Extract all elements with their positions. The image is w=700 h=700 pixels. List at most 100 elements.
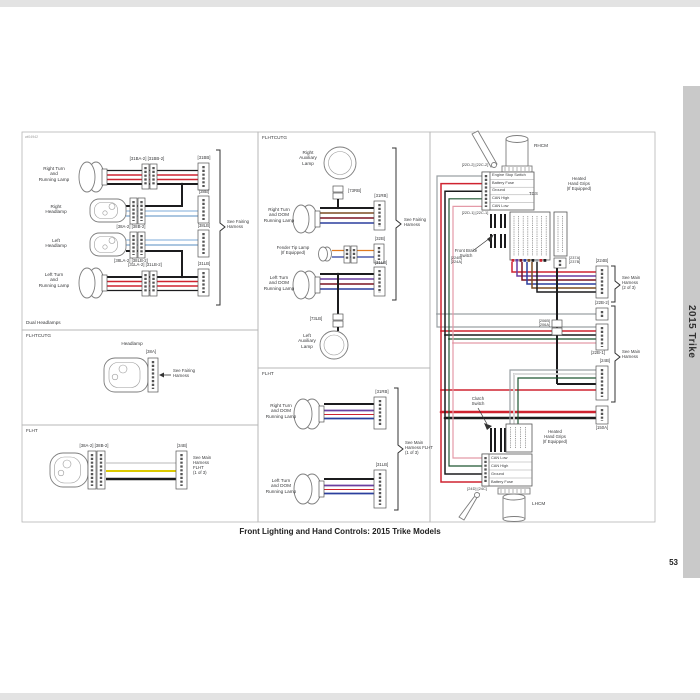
rhcm-pin-label: Engine Stop Switch <box>492 172 526 178</box>
hand-controls-graphics <box>436 130 621 522</box>
left-turn-dom-label: Left Turn and DOM Running Lamp <box>265 478 297 494</box>
connector-label: [22B-1] <box>591 350 605 355</box>
section-tab-label: 2015 Trike <box>686 305 697 359</box>
connector-label: [31BA-2] [31BB-2] <box>129 156 165 161</box>
diagram-code: wi04942 <box>25 135 39 139</box>
heated-grip-block <box>553 211 568 257</box>
see-fairing-harness-note: See Fairing Harness <box>173 368 195 378</box>
lhcm-label: LHCM <box>532 501 546 506</box>
left-headlamp-label: Left Headlamp <box>45 238 67 249</box>
section-header-flhtcutg: FLHTCUTG <box>262 135 287 140</box>
heated-grip-block-2 <box>505 423 533 453</box>
lhcm-grip-icon <box>497 487 531 522</box>
fender-tip-lamp-label: Fender Tip Lamp (If Equipped) <box>276 245 310 255</box>
connector-label: [22B-2] <box>595 300 609 305</box>
connector-label: [31RB] <box>374 193 388 198</box>
right-turn-dom-lamp-icon-flht <box>293 398 325 430</box>
tgs-block <box>509 211 551 261</box>
fender-tip-lamp-icon <box>318 246 332 262</box>
flht-lamps-graphics <box>293 387 404 511</box>
section-header-flht: FLHT <box>262 371 274 376</box>
see-main-harness-flht-note: See Main Harness FLHT (1 of 3) <box>405 440 433 455</box>
connector-label: [73LB] <box>309 316 323 321</box>
right-turn-lamp-label: Right Turn and Running Lamp <box>38 166 70 182</box>
connector-label: [38A-2] [38B-2] <box>79 443 109 448</box>
connector-label: [73RB] <box>348 188 362 193</box>
see-fairing-harness-note: See Fairing Harness <box>227 219 249 229</box>
clutch-lever-icon <box>458 492 481 521</box>
dual-headlamps-footer: Dual Headlamps <box>26 320 61 325</box>
connector-label: [31LA-2] [31LB-2] <box>128 262 162 267</box>
connector-label: [38A] <box>145 349 157 354</box>
right-turn-lamp-icon <box>78 161 108 193</box>
rhcm-connector-block <box>481 171 535 211</box>
left-headlamp-icon <box>89 232 127 257</box>
connector-label: [38LA-2] [38LB-2] <box>114 258 148 263</box>
connector-label: [31RB] <box>375 389 389 394</box>
clutch-switch-label: Clutch Switch <box>471 396 485 406</box>
connector-label: [31LB] <box>375 462 389 467</box>
lhcm-pin-label: CAN Low <box>491 454 508 460</box>
connector-label: [224B] <box>595 257 609 263</box>
see-main-harness-note: See Main Harness FLHT (1 of 3) <box>193 455 212 475</box>
left-turn-dom-label: Left Turn and DOM Running Lamp <box>263 275 295 291</box>
right-turn-dom-lamp-icon <box>292 204 321 234</box>
connector-label: [38LB] <box>197 222 211 228</box>
inline-connectors <box>129 163 158 297</box>
right-aux-lamp-label: Right Auxiliary Lamp <box>299 150 317 166</box>
connector-label: [32B] <box>374 236 386 241</box>
figure-caption: Front Lighting and Hand Controls: 2015 T… <box>239 527 441 536</box>
flhtcutg-headlamp-graphics <box>103 357 171 393</box>
flht-headlamp-graphics <box>49 450 188 490</box>
connector-label: [38A-2] [38B-2] <box>116 224 146 229</box>
left-turn-lamp-icon <box>78 267 108 299</box>
see-main-harness-note: See Main Harness <box>622 349 641 359</box>
right-turn-dom-label: Right Turn and DOM Running Lamp <box>263 207 295 223</box>
connector-label: [31LB] <box>374 260 388 265</box>
section-header-flhtcutg: FLHTCUTG <box>26 333 51 338</box>
dual-headlamps-graphics <box>78 149 226 306</box>
connector-label: [237A] [237B] <box>569 255 581 265</box>
left-turn-dom-lamp-icon <box>292 270 321 300</box>
right-headlamp-icon <box>89 198 127 223</box>
scan-edge-bottom <box>0 693 700 700</box>
panel-borders <box>21 131 656 523</box>
rhcm-label: RHCM <box>534 143 549 148</box>
lhcm-pin-label: Ground <box>491 470 504 476</box>
connector-label: [34B] <box>176 443 188 448</box>
main-harness-connectors <box>595 265 609 425</box>
section-tab-2015-trike: 2015 Trike <box>683 86 700 578</box>
fairing-harness-brace <box>216 149 226 306</box>
front-brake-switch-contacts <box>490 214 506 248</box>
rhcm-grip-icon <box>501 135 533 173</box>
connector-label: [22D-2] [22C-2] <box>461 162 489 167</box>
tgs-label: TGS <box>529 191 538 196</box>
see-main-harness-2of3-note: See Main Harness (2 of 3) <box>622 275 641 290</box>
connector-label: [38B] <box>198 188 210 194</box>
heated-hand-grips-label: Heated Hand Grips (If Equipped) <box>542 429 568 444</box>
front-brake-switch-label: Front Brake Switch <box>454 248 478 258</box>
page-number: 53 <box>669 558 678 567</box>
left-aux-lamp-label: Left Auxiliary Lamp <box>298 333 316 349</box>
fairing-harness-connectors <box>197 162 210 297</box>
front-brake-lever-icon <box>471 130 498 168</box>
connector-label: [31BB] <box>197 155 211 160</box>
rhcm-pin-label: CAN Low <box>492 202 509 208</box>
heated-hand-grips-label: Heated Hand Grips (If Equipped) <box>566 176 592 191</box>
right-headlamp-label: Right Headlamp <box>45 204 67 215</box>
rhcm-pin-label: Battery Fuse <box>492 179 515 185</box>
headlamp-label: Headlamp <box>121 341 143 346</box>
lhcm-connector-block <box>481 453 533 487</box>
connector-label: [22D-1] [22C-1] <box>461 210 489 215</box>
section-header-flht: FLHT <box>26 428 38 433</box>
lhcm-pin-label: Battery Fuse <box>491 478 514 484</box>
connector-label: [224B] [224A] <box>450 255 462 265</box>
see-fairing-harness-note: See Fairing Harness <box>404 217 426 227</box>
connector-label: [150A] <box>595 425 609 430</box>
left-turn-lamp-label: Left Turn and Running Lamp <box>38 272 70 288</box>
connector-label: [24B] <box>599 357 611 363</box>
rhcm-pin-label: Ground <box>492 187 505 193</box>
flhtcutg-lamps-graphics <box>292 146 402 360</box>
connector-label: [24D] [24C] <box>467 486 487 491</box>
